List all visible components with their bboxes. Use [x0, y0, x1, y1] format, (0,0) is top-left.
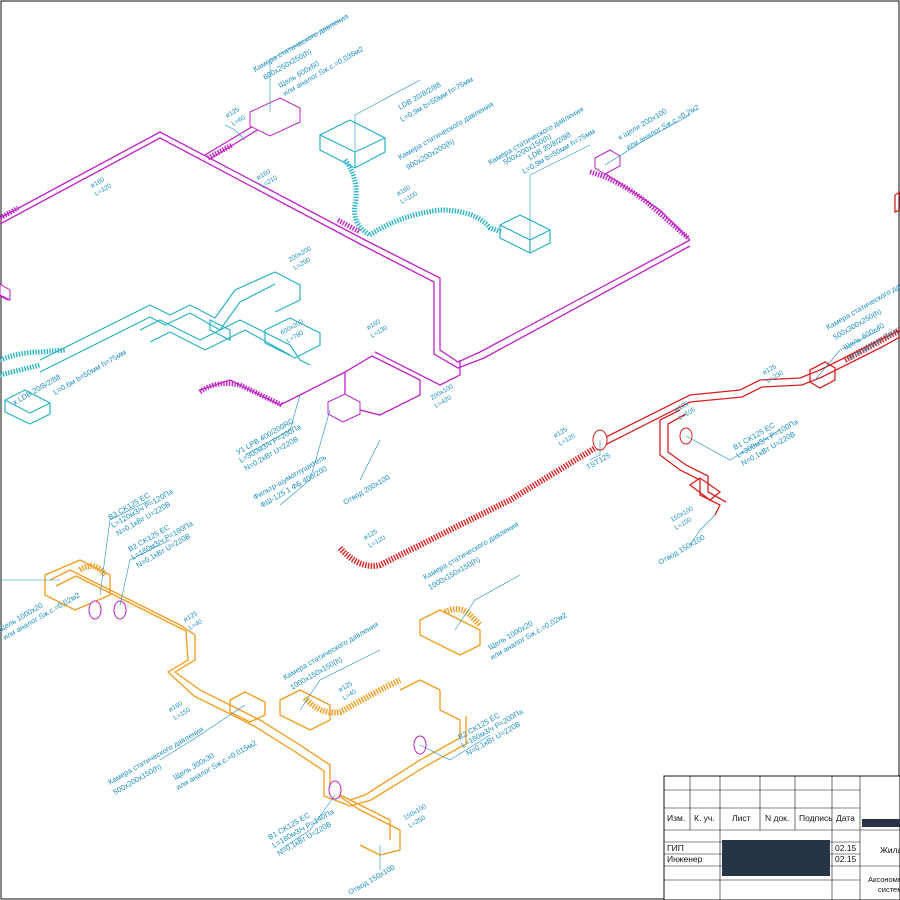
label-ts125: TST125 — [585, 451, 613, 472]
tb-col-data: Дата — [836, 813, 855, 823]
label-outlet-3: Отвод 150х100 — [347, 863, 397, 897]
tb-col-list: Лист — [732, 813, 751, 823]
red-flex-hoses — [337, 327, 900, 569]
annotation-texts: Камера статического давления 600х250х250… — [0, 12, 900, 897]
label-chamber-orange-2: Камера статического давления — [282, 620, 380, 682]
tb-project-name: Жила — [880, 845, 900, 855]
annotation-leaders — [0, 19, 881, 870]
label-outlet-2: Отвод 150х100 — [657, 533, 707, 567]
tb-date-2: 02.15 — [835, 854, 857, 864]
label-ldb-3-params: L=0,6м b=50мм h=75мм — [52, 348, 128, 397]
tb-redacted-block — [722, 840, 830, 876]
tb-col-podpis: Подпись — [799, 813, 833, 823]
orange-duct-system — [44, 559, 481, 856]
purple-flex-hoses — [0, 142, 690, 408]
orange-flex-hoses — [78, 563, 483, 716]
title-block: Изм. К. уч. Лист N док. Подпись Дата ГИП… — [663, 775, 900, 900]
purple-grille-boxes — [0, 97, 621, 423]
tb-sheet-title-1: Аксономет — [868, 875, 900, 884]
cyan-duct-system — [4, 119, 551, 425]
title-block-frame — [663, 775, 900, 900]
tb-sheet-title-2: систем — [878, 885, 900, 894]
label-outlet-1: Отвод 200х100 — [342, 473, 392, 507]
tb-col-ndok: N док. — [765, 813, 789, 823]
tb-role-gip: ГИП — [667, 843, 684, 853]
cyan-flex-hoses — [0, 158, 503, 378]
red-fittings — [592, 427, 693, 451]
tb-date-1: 02.15 — [835, 843, 857, 853]
tb-col-kuch: К. уч. — [694, 813, 715, 823]
label-chamber-orange-1: Камера статического давления — [422, 520, 520, 582]
tb-col-izm: Изм. — [667, 813, 685, 823]
tb-role-engineer: Инженер — [667, 854, 703, 864]
tb-redacted-code — [862, 819, 900, 827]
